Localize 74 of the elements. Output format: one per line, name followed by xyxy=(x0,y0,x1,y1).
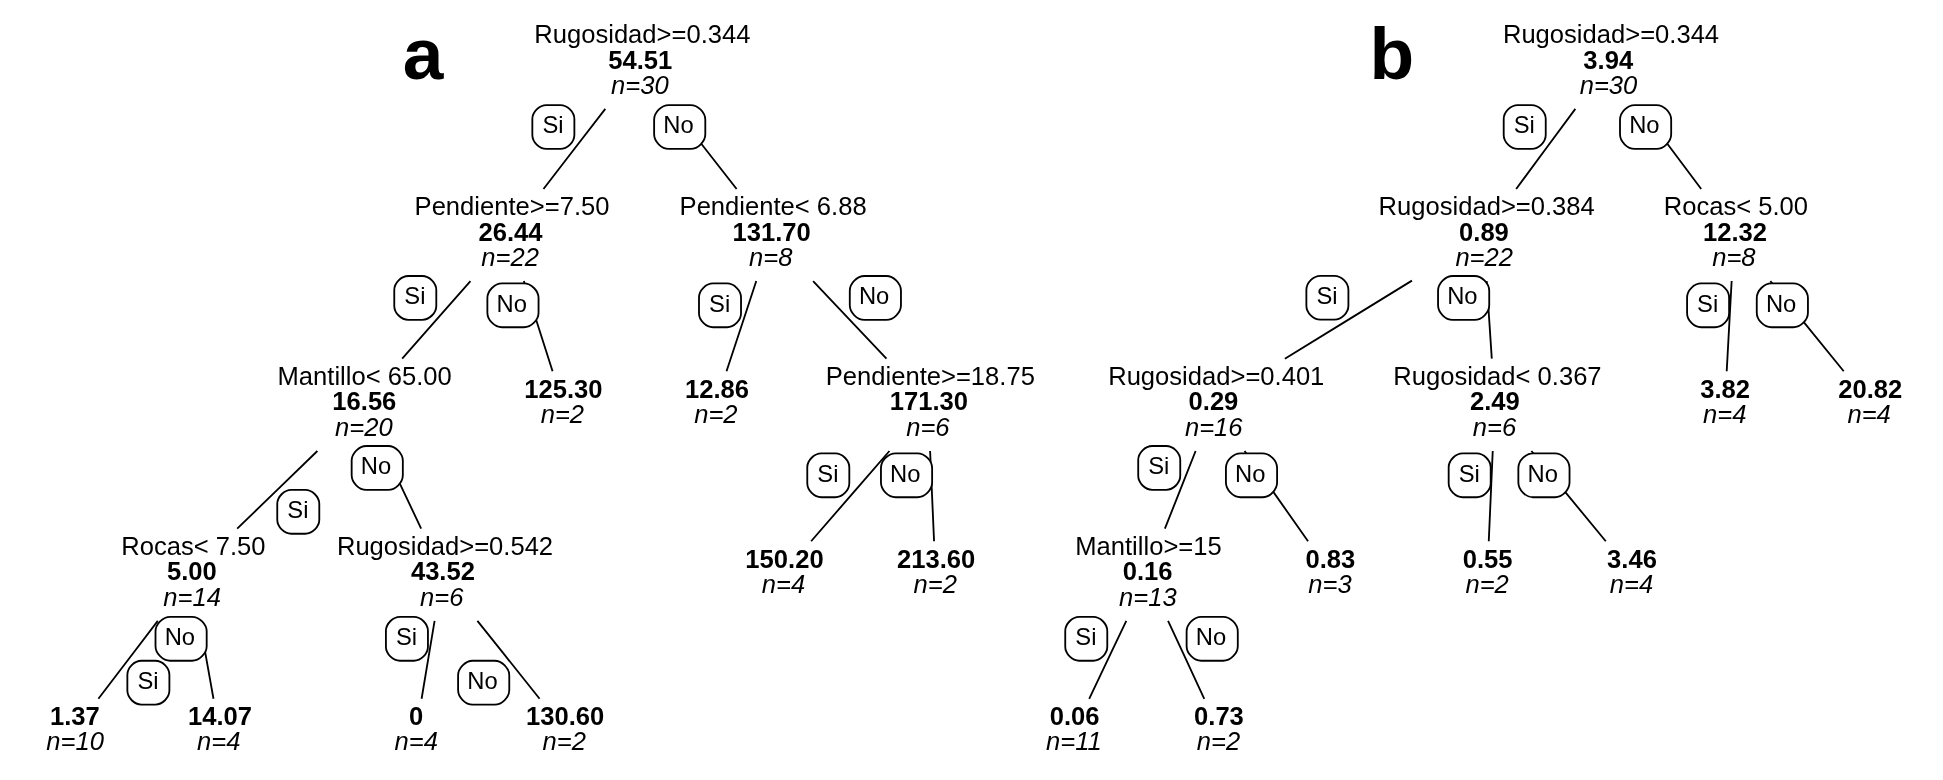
connector xyxy=(809,450,890,543)
edge-label: No xyxy=(496,289,527,317)
edge-label: Si xyxy=(1458,459,1480,487)
edge-label: No xyxy=(1765,289,1796,317)
edge-label: Si xyxy=(1074,623,1096,651)
connector xyxy=(1725,280,1733,373)
node-text: Rugosidad>=0.542 43.52 n=6 xyxy=(336,531,553,612)
edge-label: Si xyxy=(1147,452,1169,480)
node-text: 0.83 n=3 xyxy=(1305,544,1355,599)
node-text: 1.37 n=10 xyxy=(45,701,104,756)
node-text: 14.07 n=4 xyxy=(187,701,252,756)
connector xyxy=(928,450,935,543)
node-text: Mantillo>=15 0.16 n=13 xyxy=(1074,531,1222,612)
edge-label: No xyxy=(1628,111,1660,139)
node-text: 130.60 n=2 xyxy=(525,701,604,756)
connector xyxy=(97,619,159,700)
edge-label: Si xyxy=(286,496,308,523)
node-text: Rugosidad>=0.344 3.94 n=30 xyxy=(1502,20,1719,100)
edge-label: No xyxy=(466,666,498,694)
connector xyxy=(1487,450,1494,543)
node-text: 150.20 n=4 xyxy=(744,544,824,599)
edge-label: Si xyxy=(1696,289,1718,317)
edge-label: No xyxy=(1446,282,1478,310)
edge-label: No xyxy=(889,459,920,487)
connector xyxy=(1163,450,1197,530)
node-text: 213.60 n=2 xyxy=(896,544,975,599)
edge-label: Si xyxy=(541,111,564,139)
node-text: Pendiente>=18.75 171.30 n=6 xyxy=(825,361,1035,442)
node-text: 3.46 n=4 xyxy=(1606,544,1657,599)
edge-label: Si xyxy=(395,623,417,651)
label: b xyxy=(1369,13,1414,95)
node-text: 3.82 n=4 xyxy=(1699,374,1750,429)
edge-label: No xyxy=(1234,459,1265,487)
node-text: Rugosidad>=0.401 0.29 n=16 xyxy=(1107,361,1324,442)
connector xyxy=(1283,279,1413,360)
edge-label: Si xyxy=(816,459,838,487)
node-text: 0.06 n=11 xyxy=(1045,701,1102,756)
edge-label: No xyxy=(662,111,694,139)
connector xyxy=(420,619,435,700)
connector xyxy=(1485,280,1493,360)
connector xyxy=(235,450,318,530)
connector xyxy=(1087,619,1127,700)
edge-label: Si xyxy=(403,282,425,310)
node-text: Pendiente< 6.88 131.70 n=8 xyxy=(679,191,867,272)
node-text: Rocas< 5.00 12.32 n=8 xyxy=(1663,191,1808,272)
edge-label: No xyxy=(360,452,391,480)
edge-label: No xyxy=(1526,459,1558,487)
node-text: Rugosidad>=0.344 54.51 n=30 xyxy=(533,20,750,100)
edge-label: No xyxy=(1195,623,1226,651)
connector xyxy=(1514,107,1576,190)
node-text: Mantillo< 65.00 16.56 n=20 xyxy=(277,361,452,442)
connector xyxy=(476,619,540,700)
node-text: 20.82 n=4 xyxy=(1837,374,1902,429)
node-text: 125.30 n=2 xyxy=(523,374,602,429)
node-text: 0.55 n=2 xyxy=(1462,544,1512,599)
node-text: Pendiente>=7.50 26.44 n=22 xyxy=(414,191,609,272)
edge-label: Si xyxy=(1513,111,1535,139)
node-text: 12.86 n=2 xyxy=(684,374,749,429)
connector xyxy=(811,280,887,360)
connector xyxy=(542,107,606,190)
connector xyxy=(400,280,471,360)
edge-label: Si xyxy=(136,666,159,694)
node-text: 0 n=4 xyxy=(393,701,438,756)
label: a xyxy=(402,13,443,95)
edge-label: No xyxy=(858,282,889,310)
node-text: Rocas< 7.50 5.00 n=14 xyxy=(120,531,266,612)
edge-label: Si xyxy=(708,289,730,317)
edge-label: No xyxy=(164,623,195,651)
connector xyxy=(725,280,757,373)
node-text: Rugosidad< 0.367 2.49 n=6 xyxy=(1392,361,1602,442)
edge-label: Si xyxy=(1315,281,1338,309)
node-text: 0.73 n=2 xyxy=(1193,701,1244,756)
connector xyxy=(1166,619,1205,700)
node-text: Rugosidad>=0.384 0.89 n=22 xyxy=(1378,191,1595,272)
